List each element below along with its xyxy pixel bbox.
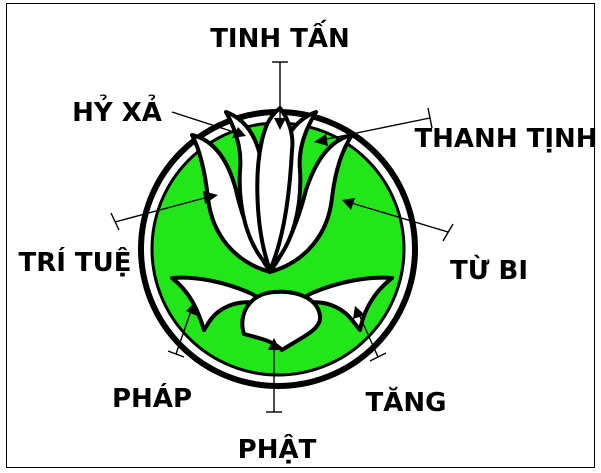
label-left: TRÍ TUỆ	[18, 246, 131, 278]
label-right: TỪ BI	[450, 254, 528, 286]
label-top: TINH TẤN	[210, 18, 350, 54]
label-upper-left: HỶ XẢ	[72, 93, 162, 128]
label-lower-left: PHÁP	[112, 382, 192, 414]
label-upper-right: THANH TỊNH	[414, 124, 597, 154]
label-bottom: PHẬT	[238, 433, 317, 465]
label-lower-right: TĂNG	[366, 386, 447, 418]
